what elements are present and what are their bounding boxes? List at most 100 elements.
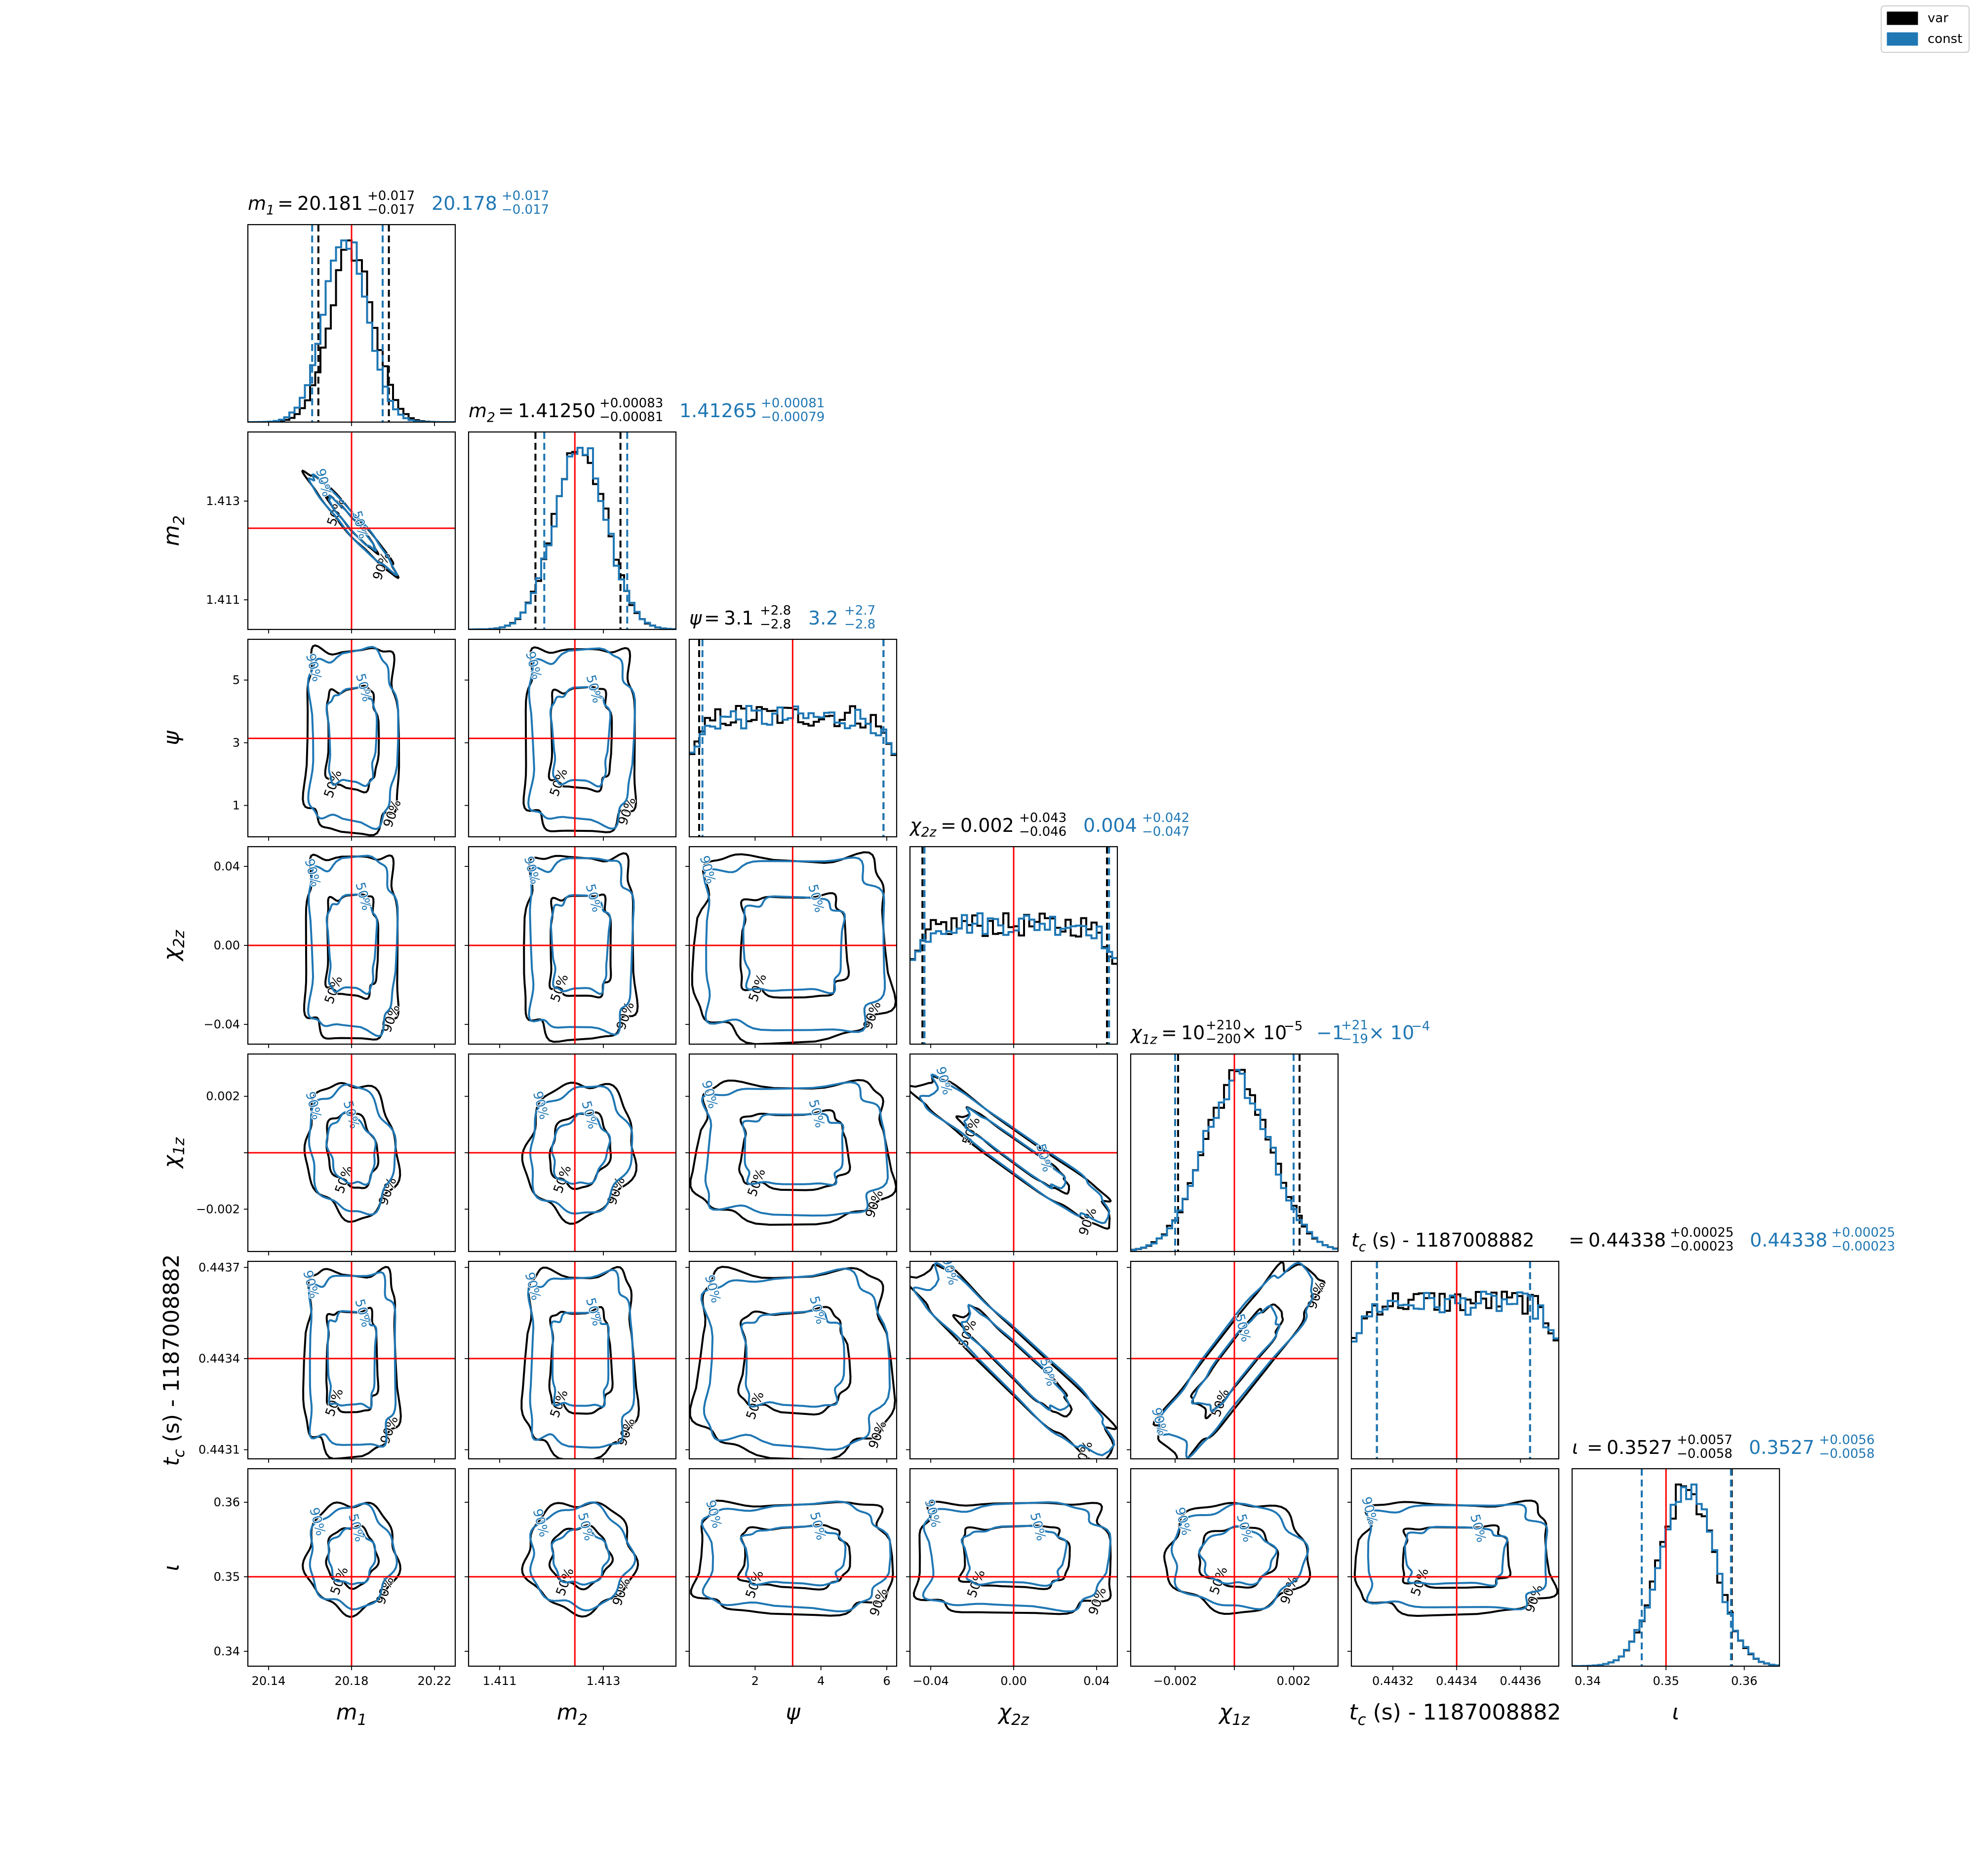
contour-panel-m1-psi: 90%50%90%50%135 [233,638,456,841]
contour-const-50pct [326,1310,378,1409]
contour-const-90pct [700,1267,891,1451]
panel-contents: 90%50%90%50% [910,1469,1117,1666]
histogram-const [1351,1290,1559,1343]
x-axis-label-psi: ψ [786,1700,800,1725]
title-param-label: ι [1572,1437,1579,1458]
contour-const-50pct [742,1112,844,1186]
title-var-exponent: −5 [1284,1019,1303,1034]
panel-frame [468,1260,677,1460]
contour-label: 90% [1072,1439,1096,1471]
title-var-value: 0.3527 [1607,1437,1672,1458]
title-upper: +0.043 [1019,811,1066,825]
title-upper: +0.00025 [1670,1225,1734,1240]
title-lower: −0.0058 [1819,1446,1875,1461]
contour-const-50pct [1404,1525,1508,1587]
hist-panel-chi1z [1130,1053,1339,1255]
histogram-const [469,447,676,629]
contour-const-90pct [529,1085,633,1215]
contour-const-50pct [1198,1525,1278,1586]
contour-label: 90% [302,1090,324,1122]
contour-label: 90% [697,854,718,886]
panel-contents: 90%50%90%50% [910,1261,1117,1471]
y-tick-label: 1 [233,799,240,813]
histogram-var [1572,1484,1779,1666]
legend-label-var: var [1928,11,1948,26]
title-const-errors: +0.00081−0.00079 [761,396,825,425]
contour-const-90pct [1170,1502,1309,1610]
panel-contents: 90%50%90%50% [248,432,455,629]
title-tc: tc (s) - 1187008882=0.44338+0.00025−0.00… [1351,1225,1895,1255]
contour-var-90pct [690,1499,894,1617]
title-lower: −0.046 [1019,824,1066,839]
x-tick-label: −0.002 [1153,1674,1197,1688]
contour-const-90pct [308,1083,397,1216]
contour-panel-m2-chi1z: 90%50%90%50% [465,1053,677,1255]
title-upper: +2.7 [844,603,875,618]
contour-label: 50% [583,882,604,914]
y-axis-label-psi: ψ [159,731,184,745]
y-tick-label: −0.002 [196,1202,240,1216]
panel-contents: 90%50%90%50% [689,1054,897,1251]
panel-contents: 90%50%90%50% [1131,1261,1338,1459]
panel-contents: 90%50%90%50% [689,1469,897,1666]
panel-contents [248,225,455,422]
contour-panel-m2-psi: 90%50%90%50% [465,638,677,841]
contour-label: 90% [521,1271,543,1302]
panel-contents [910,847,1117,1044]
x-tick-label: 20.22 [418,1674,452,1688]
title-lower: −0.017 [367,202,415,217]
contour-const-50pct [550,1310,610,1408]
panel-contents: 90%50%90%50% [689,847,897,1044]
title-param-label: χ1z [1130,1022,1157,1048]
contour-const-90pct [912,1262,1115,1456]
title-lower: −0.017 [502,202,549,217]
contour-label: 90% [703,1498,724,1530]
y-tick-label: 0.4437 [198,1260,240,1274]
hist-panel-tc [1350,1260,1560,1463]
x-axis-label-m1: m1 [336,1700,367,1729]
title-upper: +0.00025 [1831,1225,1895,1240]
contour-label: 90% [301,857,323,889]
y-tick-label: 5 [233,673,240,687]
panel-frame [468,1468,677,1667]
contour-panel-psi-chi1z: 90%50%90%50% [685,1053,898,1255]
x-tick-label: 1.411 [483,1674,517,1688]
y-tick-label: 0.00 [214,938,240,952]
x-axis-label-iota: ι [1672,1700,1680,1725]
panel-contents [1572,1469,1779,1666]
contour-panel-psi-tc: 90%50%90%50% [685,1260,898,1463]
title-var-value: 0.44338 [1588,1229,1666,1251]
title-const-value: 3.2 [808,607,838,629]
contour-label: 50% [807,1511,829,1542]
contour-const-50pct [960,1524,1068,1587]
panel-contents: 90%50%90%50% [689,1261,897,1459]
contour-const-50pct [740,1309,846,1408]
x-tick-label: 20.14 [252,1674,286,1688]
contour-panel-psi-chi2z: 90%50%90%50% [685,846,898,1048]
title-const-errors: +0.00025−0.00023 [1831,1225,1895,1254]
contour-var-90pct [910,1263,1117,1459]
contour-label: 90% [378,1414,401,1446]
contour-label: 50% [805,1098,827,1130]
contour-const-90pct [701,1081,889,1217]
y-tick-label: 1.413 [206,494,240,508]
title-param-label: χ2z [909,815,937,840]
x-axis-label-chi1z: χ1z [1218,1700,1250,1729]
x-axis-label-m2: m2 [557,1700,588,1729]
title-equals: = [704,607,720,629]
contour-label: 90% [1148,1406,1170,1438]
title-var-errors: +0.017−0.017 [367,189,415,217]
y-tick-label: 0.04 [214,860,240,873]
title-upper: +0.0057 [1677,1433,1733,1447]
title-var-errors: +2.8−2.8 [760,603,791,632]
hist-panel-m1 [247,224,456,426]
contour-label: 90% [702,1273,723,1305]
